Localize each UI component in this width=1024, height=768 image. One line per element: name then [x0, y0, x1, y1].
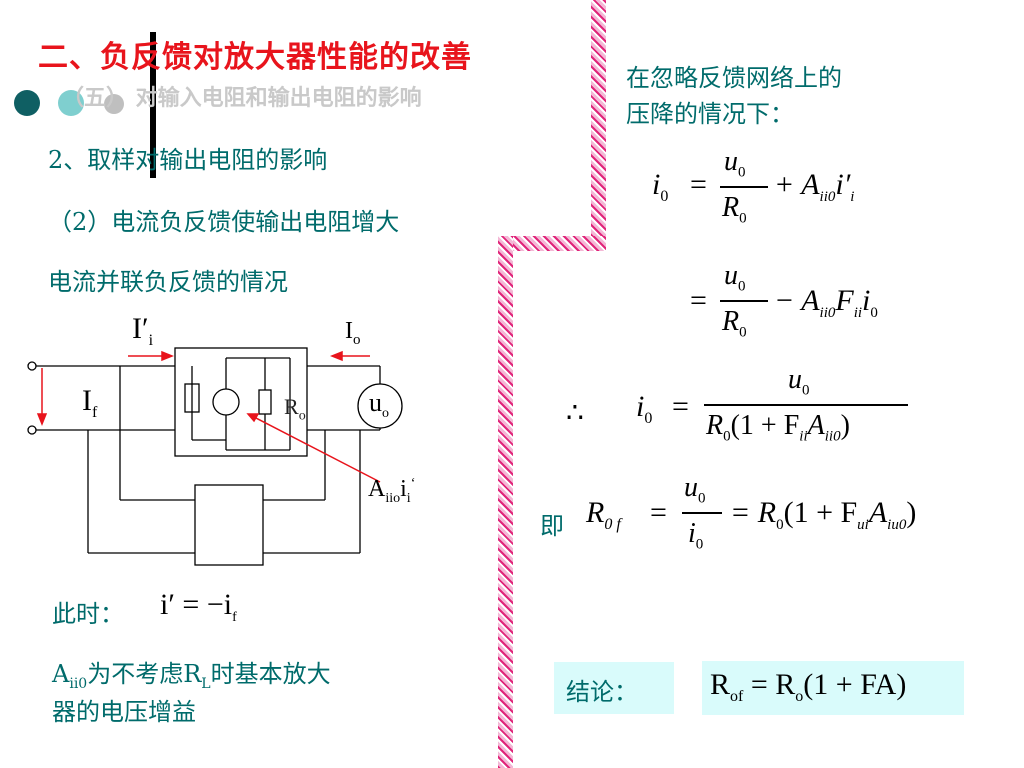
decor-dot-dark — [14, 90, 40, 116]
eq1-numerator: u0 — [724, 146, 746, 181]
now-equation: i′ = −if — [160, 588, 237, 625]
eq2-minus-term: − Aii0Fiii0 — [774, 284, 878, 321]
label-Ro: Ro — [284, 394, 306, 424]
gain-note-line-1: Aii0为不考虑RL时基本放大 — [52, 660, 331, 692]
decor-dot-gray — [104, 94, 124, 114]
ji-label: 即 — [540, 512, 564, 540]
eq1-fraction-bar — [720, 186, 768, 188]
result-formula-box — [702, 661, 964, 715]
decor-stripe-bottom — [498, 236, 513, 768]
section-subtitle: （五） 对输入电阻和输出电阻的影响 — [62, 86, 422, 111]
label-uo: uo — [369, 388, 389, 422]
circuit-diagram — [27, 347, 403, 566]
page-title: 二、负反馈对放大器性能的改善 — [38, 40, 472, 75]
label-Io: Io — [345, 318, 361, 348]
label-Ii: I′i — [132, 312, 154, 349]
eq3-denominator: R0(1 + FiiAii0) — [706, 410, 850, 445]
eq2-denominator: R0 — [722, 306, 747, 341]
eq4-equals: = — [650, 496, 667, 529]
eq2-numerator: u0 — [724, 260, 746, 295]
eq2-equals: = — [690, 284, 707, 317]
eq3-numerator: u0 — [788, 364, 810, 399]
eq4-lhs: R0 f — [586, 496, 621, 533]
intro-line-1: 在忽略反馈网络上的 — [626, 64, 842, 92]
left-line-3: 电流并联负反馈的情况 — [48, 268, 288, 296]
therefore-symbol: ∴ — [566, 398, 584, 429]
eq3-fraction-bar — [704, 404, 908, 406]
label-Aiio: Aiioii‘ — [368, 476, 416, 506]
label-If: If — [82, 384, 98, 421]
left-line-1: 2、取样对输出电阻的影响 — [48, 146, 328, 174]
eq1-plus-term: + Aii0i′i — [774, 168, 855, 205]
eq1-equals: = — [690, 168, 707, 201]
decor-vertical-bar — [150, 32, 156, 178]
gain-note-line-2: 器的电压增益 — [52, 698, 196, 726]
conclusion-label-box — [554, 662, 674, 714]
decor-stripe-top — [591, 0, 606, 236]
eq1-lhs: i0 — [652, 168, 669, 205]
eq4-fraction-bar — [682, 512, 722, 514]
eq2-fraction-bar — [720, 300, 768, 302]
eq3-equals: = — [672, 390, 689, 423]
eq1-denominator: R0 — [722, 192, 747, 227]
eq4-numerator: u0 — [684, 472, 706, 507]
eq4-rhs: = R0(1 + FuiAiu0) — [730, 496, 917, 533]
left-line-2: （2）电流负反馈使输出电阻增大 — [48, 208, 400, 236]
decor-dot-teal — [58, 90, 84, 116]
eq4-denominator: i0 — [688, 518, 704, 553]
conclusion-label: 结论： — [566, 678, 638, 706]
intro-line-2: 压降的情况下： — [626, 100, 794, 128]
eq3-lhs: i0 — [636, 390, 653, 427]
result-formula: Rof = Ro(1 + FA) — [710, 668, 907, 705]
decor-stripe-step — [498, 236, 606, 251]
now-label: 此时： — [52, 600, 124, 628]
